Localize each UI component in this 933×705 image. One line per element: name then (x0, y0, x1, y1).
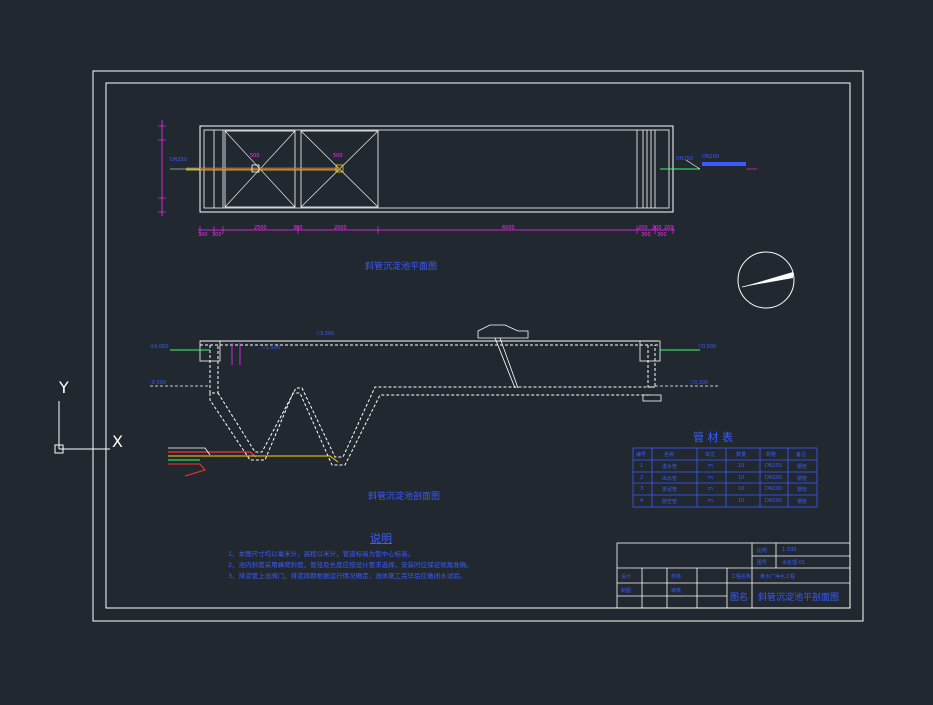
materials-cell: 出水管 (662, 476, 678, 482)
materials-table-title: 管 材 表 (693, 431, 733, 444)
plan-dim-label: 300 (657, 232, 667, 238)
title-block-check: 校核 (671, 574, 682, 580)
materials-cell: DN200 (765, 475, 783, 481)
title-block-draw: 制图 (621, 588, 632, 594)
plan-pipe-label: DN200 (702, 154, 720, 160)
title-block-drawing-label: 图名 (730, 593, 749, 603)
materials-cell: 10 (738, 486, 745, 492)
materials-cell: m (708, 486, 713, 492)
title-block-scale-label: 比例 (757, 548, 768, 554)
plan-pipe-label: DN150 (676, 156, 694, 162)
notes-line: 3、排泥管上设阀门，排泥周期根据运行情况确定，池体施工完毕后应做闭水试验。 (228, 572, 467, 580)
section-elev-label: ±0.000 (150, 344, 169, 350)
title-block-scale-value: 1:100 (782, 547, 797, 553)
section-elev-label: -0.500 (150, 380, 167, 386)
plan-dim-label: 6000 (502, 225, 515, 231)
materials-cell: DN200 (765, 486, 783, 492)
notes-line: 2、池内斜管采用蜂窝斜管，管径及长度应按设计要求选择，安装时应保证倾角准确。 (228, 561, 473, 569)
materials-table (632, 447, 818, 508)
materials-cell: 1 (640, 463, 644, 469)
materials-cell: 钢管 (797, 476, 808, 482)
materials-cell: 放空管 (662, 499, 678, 505)
ucs-x-label: X (112, 432, 123, 451)
sheet-outer-border (92, 70, 864, 622)
materials-cell: 钢管 (797, 499, 808, 505)
plan-dim-label: 200 (652, 225, 662, 231)
materials-cell: 10 (738, 498, 745, 504)
section-elev-label: ▽3.300 (316, 331, 335, 337)
section-view[interactable] (150, 324, 720, 477)
materials-header: 单位 (705, 452, 716, 458)
materials-cell: 10 (738, 463, 745, 469)
ucs-icon (54, 401, 110, 454)
materials-cell: 10 (738, 475, 745, 481)
title-block (616, 542, 851, 609)
materials-cell: 进水管 (662, 464, 678, 470)
materials-cell: 钢管 (797, 464, 808, 470)
title-block-drawing-value: 斜管沉淀池平剖面图 (758, 593, 840, 603)
plan-dim-label: 200 (664, 225, 674, 231)
section-elev-label: ▽1.500 (262, 345, 281, 351)
plan-view[interactable] (158, 120, 757, 234)
title-block-design: 设计 (621, 574, 632, 580)
plan-dim-label: 300 (212, 232, 222, 238)
materials-cell: 2 (640, 475, 644, 481)
materials-cell: m (708, 463, 713, 469)
materials-header: 备注 (796, 452, 807, 458)
section-elev-label: ▽0.500 (698, 344, 717, 350)
materials-header: 数量 (736, 452, 747, 458)
plan-dim-label: 2500 (254, 225, 267, 231)
plan-pipe-label: DN150 (170, 157, 188, 163)
title-block-sheet-label: 图号 (757, 560, 768, 566)
title-block-approve: 审核 (671, 588, 682, 594)
sheet-inner-border (105, 82, 851, 609)
plan-dim-label: 300 (641, 232, 651, 238)
plan-dim-label: 500 (333, 153, 343, 159)
materials-cell: 排泥管 (662, 487, 678, 493)
ucs-y-label: Y (59, 378, 69, 397)
plan-dim-label: 2000 (334, 225, 347, 231)
plan-title: 斜管沉淀池平面图 (365, 262, 438, 272)
title-block-project-label: 工程名称 (731, 574, 752, 580)
title-block-project-value: 某水厂净水工程 (760, 574, 796, 580)
materials-header: 编号 (636, 452, 647, 458)
materials-cell: DN200 (765, 463, 783, 469)
materials-cell: 3 (640, 486, 644, 492)
materials-cell: 4 (640, 498, 644, 504)
materials-cell: DN200 (765, 498, 783, 504)
notes-title: 说明 (370, 532, 392, 545)
plan-dim-label: 500 (250, 153, 260, 159)
section-title: 斜管沉淀池剖面图 (368, 492, 441, 502)
plan-dim-label: 200 (638, 225, 648, 231)
notes-line: 1、本图尺寸均以毫米计，高程以米计，管道标高为管中心标高。 (228, 550, 415, 558)
materials-header: 名称 (664, 452, 675, 458)
materials-header: 规格 (766, 452, 777, 458)
materials-cell: m (708, 475, 713, 481)
materials-cell: m (708, 498, 713, 504)
materials-cell: 钢管 (797, 487, 808, 493)
section-elev-label: ▽0.300 (690, 380, 709, 386)
plan-dim-label: 300 (198, 232, 208, 238)
title-block-sheet-value: 水处理-01 (782, 560, 806, 566)
north-arrow-icon (737, 251, 795, 309)
plan-dim-label: 300 (293, 225, 303, 231)
